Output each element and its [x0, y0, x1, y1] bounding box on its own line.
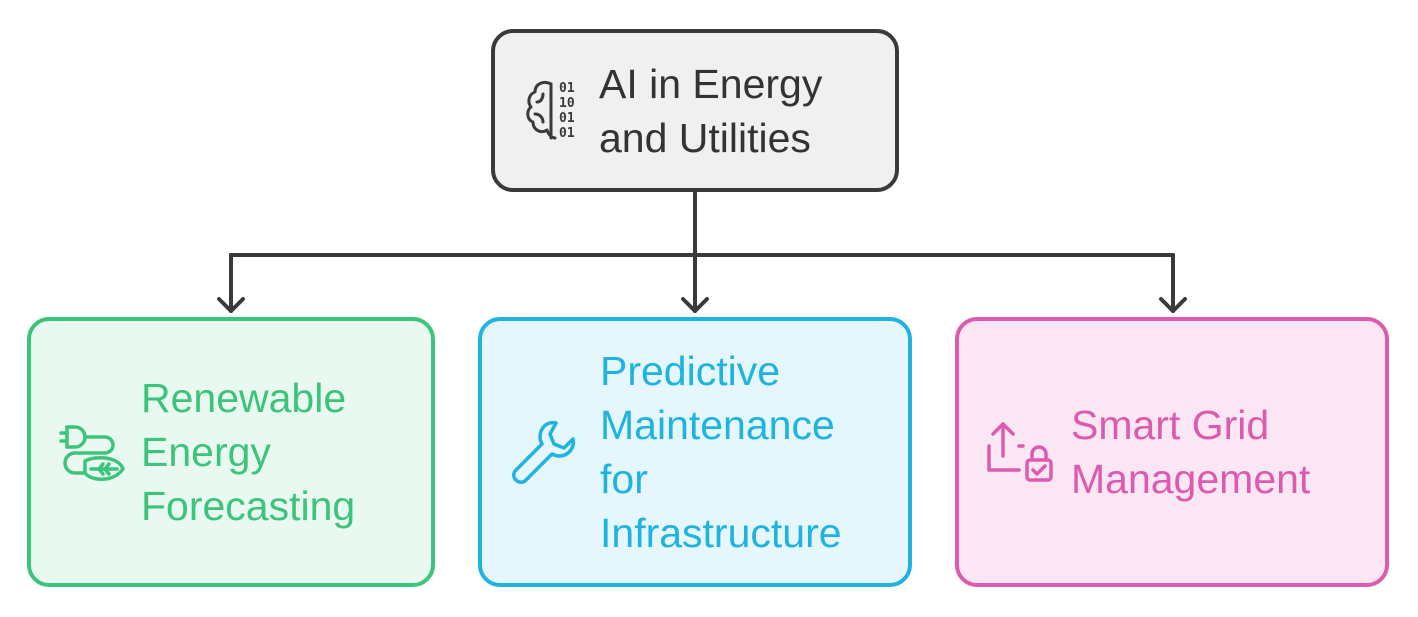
root-label: AI in Energy and Utilities — [599, 60, 823, 161]
brain-binary-icon: 01 10 01 01 — [523, 76, 587, 146]
branch-label-smart-grid: Smart Grid Management — [1071, 402, 1311, 502]
svg-text:10: 10 — [559, 96, 575, 111]
upload-lock-icon — [985, 416, 1057, 488]
root-node: 01 10 01 01 AI in Energy and Utilities — [491, 29, 899, 192]
arrowhead-right — [1159, 297, 1187, 313]
svg-text:01: 01 — [559, 126, 575, 141]
branch-node-maintenance: Predictive Maintenance for Infrastructur… — [478, 317, 912, 587]
arrowhead-mid — [681, 297, 709, 313]
svg-text:01: 01 — [559, 111, 575, 126]
plug-leaf-icon — [57, 417, 127, 487]
branch-label-renewable: Renewable Energy Forecasting — [141, 375, 356, 529]
arrowhead-left — [217, 297, 245, 313]
wrench-icon — [508, 417, 578, 487]
svg-text:01: 01 — [559, 81, 575, 96]
branch-label-maintenance: Predictive Maintenance for Infrastructur… — [600, 348, 842, 556]
branch-node-smart-grid: Smart Grid Management — [955, 317, 1389, 587]
branch-node-renewable: Renewable Energy Forecasting — [27, 317, 435, 587]
